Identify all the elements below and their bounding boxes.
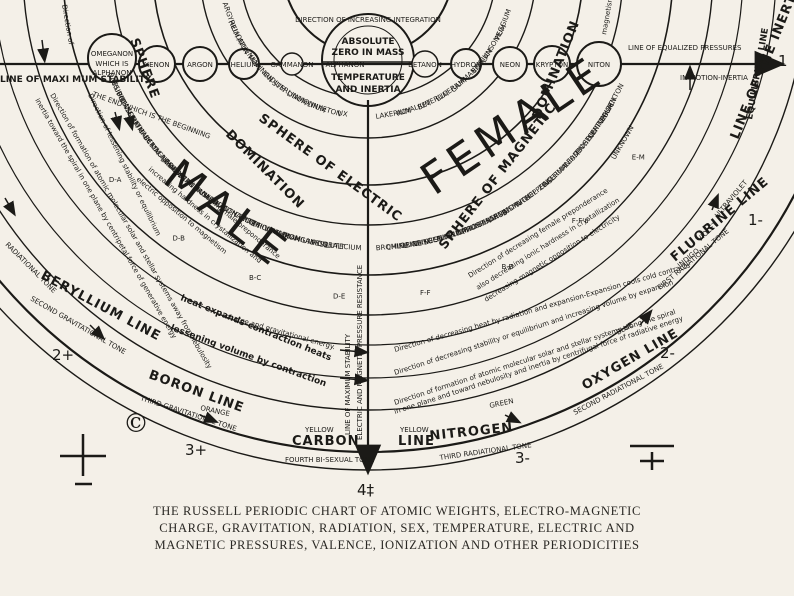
spiral-arrows <box>3 39 719 424</box>
color-green: GREEN <box>489 397 515 410</box>
mark-2minus: 2- <box>660 344 675 362</box>
mark-1minus: 1- <box>748 211 763 229</box>
svg-text:BETANON: BETANON <box>408 61 442 69</box>
element-left-21: IRON <box>309 238 328 249</box>
d-labels: D-A D-B B-C D-E F-F B-B F-F'a E-M <box>109 153 645 300</box>
svg-text:XENON: XENON <box>144 61 169 69</box>
svg-text:KRYPTON: KRYPTON <box>536 61 569 69</box>
svg-text:ALPHANON: ALPHANON <box>93 69 132 77</box>
element-right-0: BROMINE <box>375 241 409 252</box>
node-xenon: XENON <box>138 45 176 83</box>
max-stability-left: LINE OF MAXI MUM STABILITY <box>0 75 152 85</box>
mark-2plus: 2+ <box>52 346 74 364</box>
mark-4: 4‡ <box>357 481 375 499</box>
inner-right-element-7: PEGGIUM <box>494 8 514 41</box>
svg-text:GAMMANON: GAMMANON <box>270 61 313 69</box>
d-label-2: B-C <box>249 274 261 282</box>
svg-text:ARGON: ARGON <box>187 61 213 69</box>
node-niton: NITON <box>576 41 622 87</box>
center-core: DIRECTION OF INCREASING INTEGRATION ABSO… <box>295 13 441 107</box>
color-yellow-1: YELLOW <box>304 426 334 434</box>
caption-line-3: MAGNETIC PRESSURES, VALENCE, IONIZATION … <box>154 538 640 552</box>
node-krypton: KRYPTON <box>533 45 571 83</box>
mark-3minus: 3- <box>515 449 530 467</box>
node-neon: NEON <box>492 46 528 82</box>
svg-text:HYDRON: HYDRON <box>451 61 482 69</box>
node-helium: HELIUM <box>228 48 260 80</box>
svg-text:NEON: NEON <box>500 61 520 69</box>
direction-gravitational: charge and gravitational energy. <box>224 312 336 351</box>
element-left-22: COBALT <box>317 240 346 252</box>
carbon-line-label: LINE <box>398 434 435 449</box>
d-label-7: E-M <box>632 153 645 161</box>
periodic-chart-diagram: DIRECTION OF INCREASING INTEGRATION ABSO… <box>0 0 794 499</box>
svg-text:HELIUM: HELIUM <box>231 61 258 69</box>
d-label-6: F-F'a <box>572 217 589 225</box>
minus-plus-glyph-right <box>630 444 674 470</box>
max-stability-center: LINE OF MAXIMUM STABILITY <box>344 333 352 435</box>
node-gammanon: GAMMANON <box>270 52 314 76</box>
carbon-label: CARBON <box>292 434 359 449</box>
equator-line <box>0 50 786 476</box>
tone-fourth-bi: FOURTH BI-SEXUAL TONE <box>285 456 374 464</box>
plus-minus-glyph-left <box>60 434 106 486</box>
svg-text:NITON: NITON <box>588 61 610 69</box>
center-ring-text: DIRECTION OF INCREASING INTEGRATION <box>295 16 441 24</box>
node-betanon: BETANON <box>408 50 442 78</box>
in-motion-label: IN MOTION-INERTIA <box>680 74 748 82</box>
mark-1: 1 <box>778 52 788 70</box>
node-hydron: HYDRON <box>450 48 482 80</box>
d-label-4: F-F <box>420 289 431 297</box>
node-argon: ARGON <box>182 46 218 82</box>
center-label-1: ABSOLUTE <box>342 37 395 47</box>
d-label-0: D-A <box>109 176 122 184</box>
caption-line-2: CHARGE, GRAVITATION, RADIATION, SEX, TEM… <box>159 521 635 535</box>
direction-lessening: lessening volume by contraction <box>169 323 328 389</box>
svg-text:WHICH IS: WHICH IS <box>95 60 129 68</box>
center-label-4: AND INERTIA <box>335 85 400 95</box>
inner-left-element-8: UX <box>337 109 348 119</box>
d-label-3: D-E <box>333 293 345 301</box>
svg-text:OMEGANON: OMEGANON <box>91 50 133 58</box>
d-label-5: B-B <box>502 263 514 271</box>
center-label-3: TEMPERATURE <box>331 73 405 83</box>
color-yellow-2: YELLOW <box>399 426 429 434</box>
element-left-23: LUTECIUM <box>326 241 362 252</box>
copyright-symbol: © <box>123 409 149 439</box>
element-nodes: OMEGANON WHICH IS ALPHANON XENON ARGON H… <box>87 33 622 87</box>
d-label-1: D-B <box>172 234 185 242</box>
equalized-pressures-label: LINE OF EQUALIZED PRESSURES <box>628 44 742 52</box>
direction-also-decreasing: also decreasing ionic hardness in crysta… <box>475 196 621 291</box>
tone-radiational-left: RADIATIONAL TONE <box>4 241 58 295</box>
mark-3plus: 3+ <box>185 441 207 459</box>
direction-left-short: Direction of <box>60 4 75 46</box>
direction-magnetism: magnetism <box>600 0 615 35</box>
figure-caption: THE RUSSELL PERIODIC CHART OF ATOMIC WEI… <box>0 503 794 554</box>
node-omeganon: OMEGANON WHICH IS ALPHANON <box>87 33 137 83</box>
center-label-2: ZERO IN MASS <box>332 48 405 58</box>
caption-line-1: THE RUSSELL PERIODIC CHART OF ATOMIC WEI… <box>153 504 641 518</box>
